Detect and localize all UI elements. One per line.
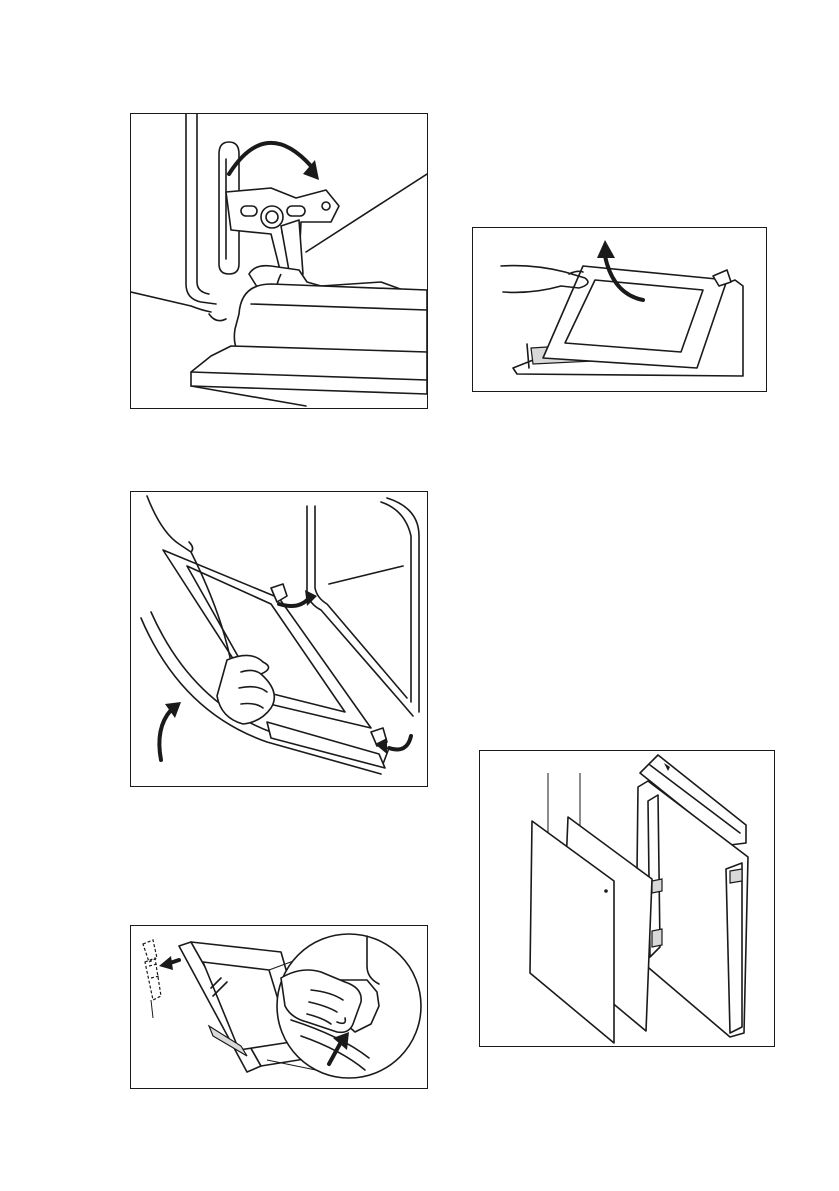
figure-glass-panels	[479, 750, 775, 1047]
remove-frame-illustration	[473, 228, 766, 391]
figure-hinge-lever	[130, 113, 428, 409]
door-trim-illustration	[131, 926, 427, 1088]
lift-door-illustration	[131, 492, 427, 786]
hinge-lever-illustration	[131, 114, 427, 408]
lift-arrow-icon	[597, 240, 615, 258]
rotate-arrow-icon	[303, 160, 319, 180]
figure-door-trim	[130, 925, 428, 1089]
glass-panels-illustration	[480, 751, 774, 1046]
figure-lift-door	[130, 491, 428, 787]
figure-remove-frame	[472, 227, 767, 392]
